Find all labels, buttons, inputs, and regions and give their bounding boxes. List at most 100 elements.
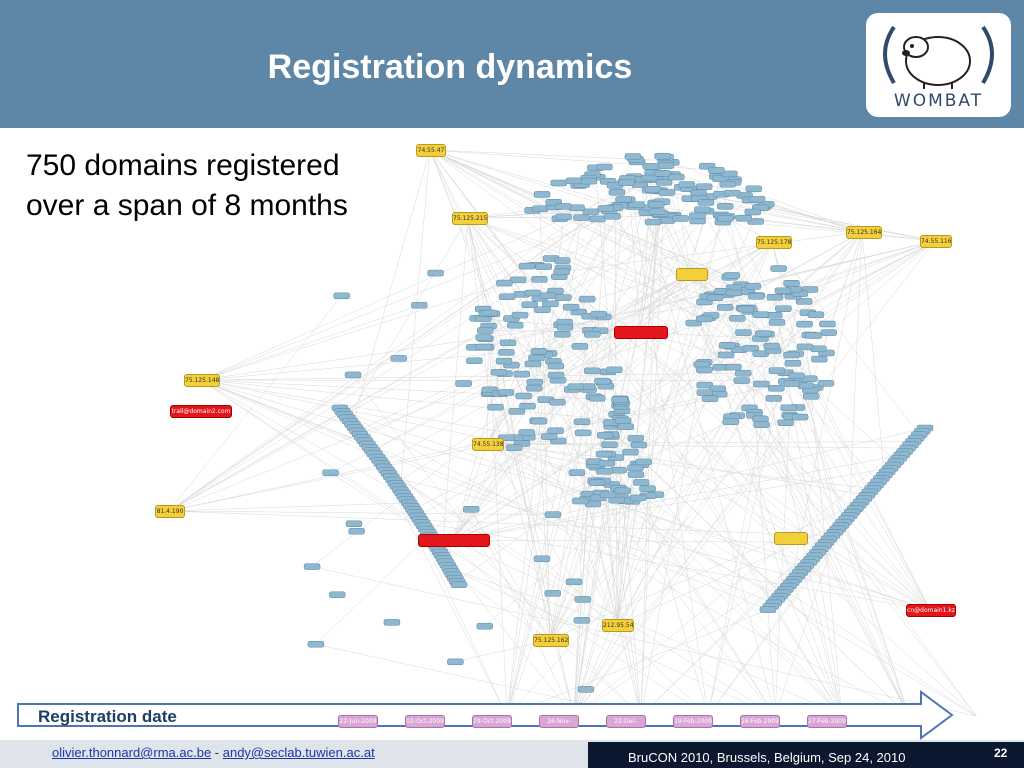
graph-edge bbox=[311, 273, 692, 567]
domain-node bbox=[617, 423, 635, 430]
domain-node bbox=[578, 295, 596, 303]
domain-node bbox=[783, 380, 801, 387]
domain-node bbox=[611, 396, 628, 403]
domain-node bbox=[534, 306, 551, 314]
domain-node bbox=[734, 370, 752, 377]
domain-node bbox=[497, 389, 515, 396]
domain-node bbox=[775, 305, 792, 312]
graph-edge bbox=[362, 273, 692, 438]
domain-node bbox=[647, 201, 665, 209]
domain-node bbox=[555, 294, 572, 301]
graph-edge bbox=[452, 298, 588, 541]
domain-node bbox=[668, 173, 685, 181]
domain-node bbox=[696, 381, 713, 389]
domain-node bbox=[627, 464, 644, 472]
domain-node bbox=[780, 404, 797, 412]
domain-node bbox=[768, 367, 786, 374]
domain-node bbox=[573, 418, 591, 426]
domain-node bbox=[596, 163, 613, 171]
domain-node bbox=[733, 377, 751, 384]
domain-node bbox=[348, 527, 365, 535]
graph-edge bbox=[573, 334, 767, 717]
domain-node bbox=[629, 494, 647, 502]
domain-node bbox=[811, 355, 828, 363]
graph-edge bbox=[452, 454, 902, 541]
domain-node bbox=[765, 395, 783, 402]
author-email-link-2[interactable]: andy@seclab.tuwien.ac.at bbox=[222, 745, 375, 760]
domain-node bbox=[783, 280, 800, 287]
domain-node bbox=[649, 208, 666, 215]
graph-edge bbox=[429, 149, 775, 316]
graph-edge bbox=[534, 240, 936, 383]
domain-node bbox=[450, 581, 468, 588]
domain-node bbox=[555, 203, 572, 210]
graph-edge bbox=[802, 569, 843, 717]
domain-node bbox=[383, 619, 401, 626]
graph-edge bbox=[549, 497, 599, 641]
domain-node bbox=[644, 185, 662, 193]
domain-node bbox=[589, 215, 606, 223]
domain-node bbox=[562, 303, 580, 311]
domain-node bbox=[614, 487, 632, 495]
author-email-link-1[interactable]: olivier.thonnard@rma.ac.be bbox=[52, 745, 212, 760]
domain-node bbox=[506, 322, 524, 329]
ip-node: 75.125.164 bbox=[846, 226, 882, 239]
graph-edge bbox=[452, 468, 891, 541]
graph-edge bbox=[168, 193, 722, 512]
graph-edge bbox=[573, 416, 792, 717]
ip-node bbox=[676, 268, 708, 281]
graph-edge bbox=[391, 476, 931, 611]
domain-node bbox=[554, 257, 571, 264]
graph-edge bbox=[429, 149, 620, 400]
graph-edge bbox=[168, 192, 668, 512]
domain-node bbox=[791, 413, 809, 421]
domain-node bbox=[544, 590, 561, 597]
graph-edge bbox=[616, 345, 772, 626]
graph-edge bbox=[791, 354, 910, 717]
domain-node bbox=[768, 385, 785, 392]
graph-edge bbox=[200, 379, 607, 464]
graph-edge bbox=[484, 240, 936, 627]
graph-edge bbox=[663, 182, 910, 717]
slide-subtitle: 750 domains registered over a span of 8 … bbox=[26, 146, 348, 226]
domain-node bbox=[553, 268, 570, 276]
graph-edge bbox=[449, 568, 776, 717]
graph-edge bbox=[449, 568, 618, 626]
graph-edge bbox=[799, 240, 936, 294]
graph-edge bbox=[549, 501, 862, 641]
domain-node bbox=[532, 205, 549, 212]
graph-edge bbox=[200, 184, 640, 381]
graph-edge bbox=[710, 231, 863, 316]
graph-edge bbox=[506, 216, 564, 717]
domain-node bbox=[605, 366, 623, 374]
domain-node bbox=[820, 329, 837, 336]
email-node: trall@domain2.com bbox=[170, 405, 232, 418]
edge-group bbox=[168, 149, 977, 717]
graph-edge bbox=[200, 352, 507, 381]
domain-node bbox=[716, 304, 734, 311]
graph-edge bbox=[702, 209, 931, 611]
domain-node bbox=[550, 179, 568, 187]
footer-conference-bar: BruCON 2010, Brussels, Belgium, Sep 24, … bbox=[588, 742, 1024, 768]
domain-node bbox=[624, 153, 642, 160]
domain-node bbox=[556, 324, 574, 331]
timeline-label: Registration date bbox=[38, 707, 177, 726]
date-node: 19-Feb-2009 bbox=[673, 715, 713, 728]
domain-node bbox=[599, 491, 617, 499]
domain-node bbox=[518, 429, 535, 436]
graph-edge bbox=[737, 318, 931, 611]
domain-node bbox=[515, 392, 532, 400]
domain-node bbox=[753, 421, 770, 428]
graph-edge bbox=[352, 149, 431, 425]
domain-node bbox=[513, 370, 531, 378]
domain-node bbox=[788, 372, 805, 380]
graph-edge bbox=[609, 241, 773, 445]
graph-edge bbox=[452, 426, 626, 541]
domain-node bbox=[344, 371, 362, 379]
graph-edge bbox=[200, 379, 774, 604]
graph-edge bbox=[200, 304, 420, 381]
graph-edge bbox=[421, 522, 931, 611]
ip-node: 75.125.148 bbox=[184, 374, 220, 387]
graph-edge bbox=[549, 178, 721, 641]
graph-edge bbox=[703, 241, 773, 363]
